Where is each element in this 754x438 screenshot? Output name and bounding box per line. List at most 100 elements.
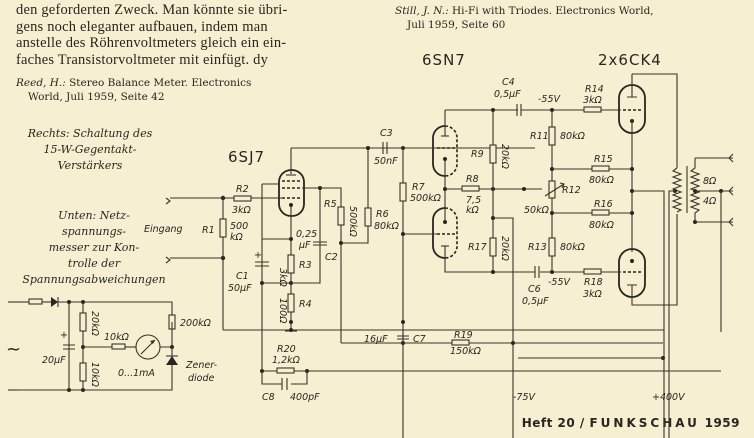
resistor-r20: [276, 367, 295, 374]
resistor-r2: [233, 195, 252, 202]
reference-title: Hi-Fi with Triodes. Electronics World,: [451, 5, 654, 17]
resistor-r7: [399, 146, 407, 438]
r12-name: R12: [562, 185, 581, 196]
r9-value: 20kΩ: [499, 144, 510, 170]
meter-cap-plus: +: [60, 330, 68, 341]
r3-name: R3: [299, 260, 312, 271]
reference-author: Reed, H.:: [16, 77, 66, 89]
article-paragraph: den geforderten Zweck. Man könnte sie üb…: [16, 2, 380, 68]
r16-name: R16: [594, 199, 613, 210]
r13-name: R13: [528, 242, 547, 253]
caption-line: spannungs-: [62, 225, 126, 238]
capacitor-c2: [291, 240, 327, 284]
capacitor-c7: [397, 330, 409, 343]
c2-name: C2: [325, 252, 338, 263]
c8-value: 400pF: [290, 392, 320, 403]
c6-name: C6: [528, 284, 541, 295]
resistor-r19: [451, 339, 470, 346]
neg75-label: -75V: [513, 392, 537, 403]
meter-r-bottom-value: 10kΩ: [89, 362, 100, 388]
c1-value: 50µF: [228, 283, 252, 294]
caption-line: Verstärkers: [57, 159, 123, 172]
c3-name: C3: [380, 128, 393, 139]
paragraph-line: anstelle des Röhrenvoltmeters gleich ein…: [16, 35, 287, 51]
c7-value: 16µF: [364, 334, 388, 345]
tap-8ohm-label: 8Ω: [703, 176, 717, 187]
footer-year: 1959: [704, 416, 740, 430]
r14-value: 3kΩ: [583, 95, 603, 106]
meter-r-series-value: 10kΩ: [104, 332, 130, 343]
r7-value: 500kΩ: [410, 193, 442, 204]
r20-value: 1,2kΩ: [272, 355, 301, 366]
reference-cont: Juli 1959, Seite 60: [407, 19, 506, 31]
reference-cont: World, Juli 1959, Seite 42: [28, 91, 165, 103]
page-footer: Heft 20 / FUNKSCHAU 1959: [522, 416, 740, 430]
tube-6sj7: [261, 148, 321, 240]
reference-still: Still, J. N.: Hi-Fi with Triodes. Electr…: [395, 4, 654, 32]
resistor-r3: [287, 239, 295, 330]
r1-value-unit: kΩ: [230, 232, 244, 243]
resistor-r6: [341, 146, 372, 244]
r2-name: R2: [236, 184, 249, 195]
resistor-r18: [583, 268, 621, 275]
resistor-r1: [219, 198, 227, 258]
output-transformer: [632, 153, 734, 438]
c4-value: 0,5µF: [494, 89, 521, 100]
meter-cap-value: 20µF: [42, 355, 66, 366]
r19-name: R19: [454, 330, 473, 341]
reference-author: Still, J. N.:: [395, 5, 449, 17]
r18-name: R18: [584, 277, 603, 288]
r6-name: R6: [376, 209, 389, 220]
caption-line: Rechts: Schaltung des: [27, 127, 153, 140]
r8-value-a: 7,5: [466, 195, 481, 206]
r1-value: 500: [230, 221, 248, 232]
footer-brand: FUNKSCHAU: [589, 416, 700, 430]
reference-reed: Reed, H.: Stereo Balance Meter. Electron…: [16, 76, 251, 104]
c7-name: C7: [413, 334, 426, 345]
caption-line: Spannungsabweichungen: [22, 273, 166, 286]
r4-name: R4: [299, 299, 312, 310]
tube-6ck4-upper: [618, 73, 678, 252]
r11-value: 80kΩ: [560, 131, 586, 142]
capacitor-c3: [382, 142, 388, 154]
tap-4ohm-label: 4Ω: [703, 196, 717, 207]
r6-value: 80kΩ: [374, 221, 400, 232]
r8-value-b: kΩ: [466, 205, 480, 216]
resistor-r14: [583, 106, 621, 113]
c1-name: C1: [236, 271, 249, 282]
capacitor-c4: [516, 104, 595, 116]
pos400-label: +400V: [652, 392, 686, 403]
reference-title: Stereo Balance Meter. Electronics: [69, 77, 252, 89]
caption-line: messer zur Kon-: [48, 241, 140, 254]
r20-name: R20: [277, 344, 296, 355]
tube-6sn7-upper: [403, 109, 518, 189]
caption-meter: Unten: Netz- spannungs- messer zur Kon- …: [4, 208, 184, 288]
supply-bus: [223, 290, 721, 390]
tube-6sn7-lower: [403, 187, 532, 273]
r14-name: R14: [585, 84, 604, 95]
r16-value: 80kΩ: [589, 220, 615, 231]
r3-value: 3kΩ: [277, 268, 288, 288]
c3-value: 50nF: [374, 156, 398, 167]
paragraph-line: gens noch eleganter aufbauen, indem man: [16, 18, 268, 35]
input-label: Eingang: [144, 224, 183, 235]
c1-plus: +: [254, 250, 262, 261]
r5-name: R5: [324, 199, 337, 210]
meter-circuit: [8, 297, 178, 392]
c4-name: C4: [502, 77, 515, 88]
footer-issue: Heft 20 /: [521, 416, 585, 430]
r15-value: 80kΩ: [589, 175, 615, 186]
neg55-top-label: -55V: [538, 94, 562, 105]
r12-value: 50kΩ: [524, 205, 550, 216]
caption-line: 15-W-Gegentakt-: [43, 143, 137, 156]
c2-value-b: µF: [298, 240, 311, 251]
r17-value: 20kΩ: [499, 236, 510, 262]
ac-source-icon: ~: [6, 339, 21, 360]
r19-value: 150kΩ: [450, 346, 482, 357]
tube-label-6ck4: 2x6CK4: [598, 51, 662, 69]
neg55-bottom-label: -55V: [548, 277, 572, 288]
caption-line: Unten: Netz-: [58, 209, 130, 222]
resistor-r15: [591, 165, 610, 172]
tube-6ck4-lower: [618, 214, 678, 306]
